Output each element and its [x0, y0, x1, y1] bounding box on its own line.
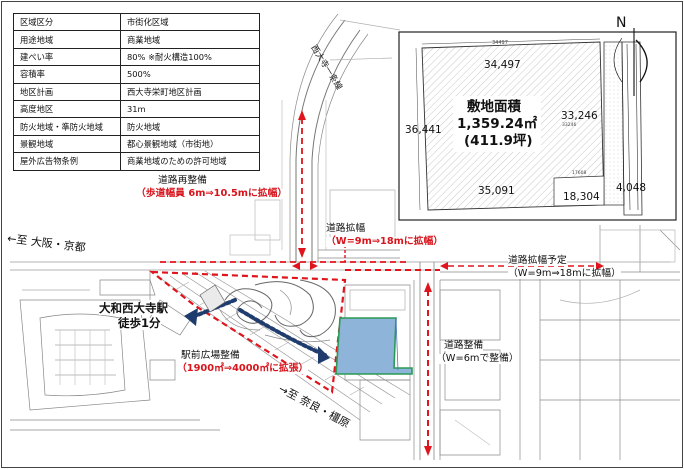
dim-bottom-left: 35,091: [478, 185, 515, 197]
red-dashed-boundaries: [148, 269, 440, 394]
dim-bottom-mid: 18,304: [563, 191, 600, 203]
zoning-row: 景観地域都心景観地域（市街地）: [13, 134, 260, 154]
dim-top: 34,497: [484, 59, 521, 71]
dim-bottom-right: 4,048: [616, 182, 647, 194]
zoning-key: 建ぺい率: [13, 47, 121, 67]
zoning-value: 商業地域: [120, 30, 260, 49]
road-redev-detail: （歩道幅員 6m⇒10.5mに拡幅）: [136, 188, 288, 199]
area-tsubo: (411.9坪): [464, 133, 533, 149]
development-site: [335, 317, 413, 375]
widen-plan-title: 道路拡幅予定: [508, 255, 567, 266]
widen-title: 道路拡幅: [326, 223, 366, 234]
base-map: [10, 13, 681, 460]
zoning-value: 市街化区域: [120, 12, 260, 32]
zoning-value: 都心景観地域（市街地）: [120, 134, 260, 154]
road-maint-detail: （W=6mで整備）: [436, 353, 519, 364]
site-inset: [398, 28, 677, 221]
north-label: N: [616, 15, 627, 31]
zoning-key: 容積率: [13, 65, 121, 84]
small-right: 33246: [562, 123, 577, 128]
dim-top-small: 34497: [492, 40, 508, 46]
station-building: [199, 284, 226, 313]
zoning-row: 地区計画西大寺栄町地区計画: [13, 82, 260, 101]
zoning-value: 80% ※耐火構造100%: [120, 47, 260, 67]
area-value: 1,359.24㎡: [457, 116, 538, 132]
zoning-row: 屋外広告物条例商業地域のための許可地域: [13, 152, 260, 171]
zoning-key: 景観地域: [13, 134, 121, 154]
zoning-key: 高度地区: [13, 99, 121, 119]
zoning-key: 屋外広告物条例: [13, 152, 121, 171]
zoning-value: 31m: [120, 99, 260, 119]
area-title: 敷地面積: [467, 99, 521, 115]
dim-left: 36,441: [405, 124, 442, 136]
small-bottom: 17608: [572, 171, 587, 176]
zoning-key: 区域区分: [13, 12, 121, 32]
zoning-value: 西大寺栄町地区計画: [120, 82, 260, 101]
station-plaza-boundary: [148, 270, 347, 394]
zoning-key: 地区計画: [13, 82, 121, 101]
zoning-row: 用途地域商業地域: [13, 30, 260, 49]
widen-detail: （W=9m⇒18mに拡幅）: [326, 236, 444, 247]
north-arrow-icon: [613, 28, 648, 96]
road-redev-title: 道路再整備: [158, 175, 207, 186]
zoning-value: 防火地域: [120, 117, 260, 136]
plaza-title: 駅前広場整備: [181, 350, 240, 361]
zoning-row: 区域区分市街化区域: [13, 12, 260, 32]
walk-route-heads: [184, 308, 330, 364]
road-maint-title: 道路整備: [444, 340, 484, 351]
zoning-key: 用途地域: [13, 30, 121, 49]
zoning-row: 防火地域・準防火地域防火地域: [13, 117, 260, 136]
zoning-value: 500%: [120, 65, 260, 84]
station-name: 大和西大寺駅: [99, 301, 168, 315]
zoning-key: 防火地域・準防火地域: [13, 117, 121, 136]
widen-plan-detail: （W=9m⇒18mに拡幅）: [508, 268, 621, 279]
zoning-value: 商業地域のための許可地域: [120, 152, 260, 171]
dim-right: 33,246: [561, 110, 598, 122]
plaza-detail: （1900㎡⇒4000㎡に拡張）: [177, 363, 309, 374]
station-walk: 徒歩1分: [118, 316, 161, 330]
